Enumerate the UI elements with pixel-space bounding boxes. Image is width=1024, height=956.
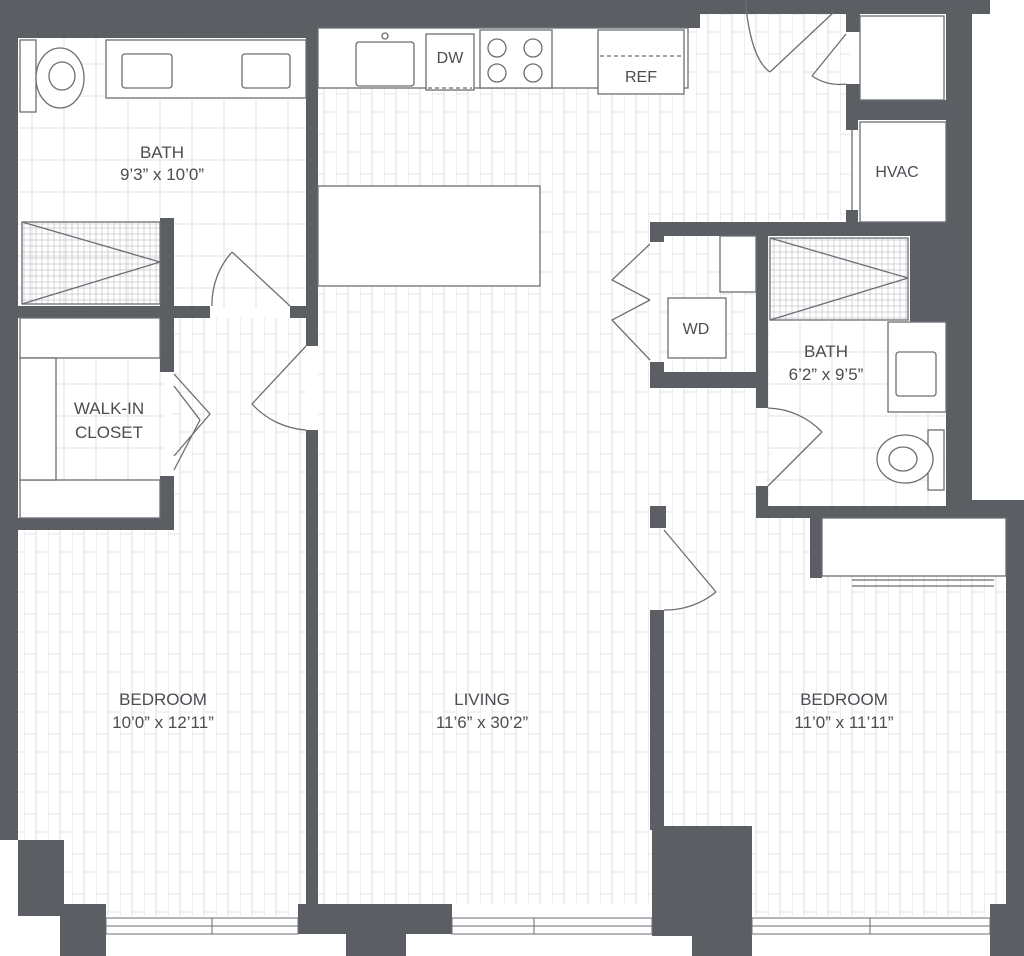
wall-bottom-right-pier (652, 826, 752, 936)
bath2-dims: 6’2” x 9’5” (789, 365, 864, 384)
bath1-shower (21, 221, 161, 305)
coat-closet-door[interactable] (811, 33, 847, 86)
hvac-label: HVAC (875, 164, 918, 181)
washer-dryer (667, 297, 727, 359)
bedroom2-dims: 11’0” x 11’11” (794, 713, 894, 732)
wall-bath1-right (306, 28, 318, 320)
kitchen-sink (355, 41, 415, 87)
wall-closet-bottom (0, 518, 174, 530)
windows (105, 917, 991, 935)
wall-top-left-inner (0, 0, 318, 38)
burner-4 (523, 63, 543, 83)
doors (173, 0, 853, 611)
wall-bottom-mid-stub (346, 930, 406, 956)
bath2-sink (895, 351, 937, 397)
laundry-shelf (719, 235, 757, 293)
wall-bottom-mid-pier (298, 904, 452, 934)
wall-coat-closet-bottom (846, 100, 946, 120)
bath2-fixtures (769, 237, 947, 491)
bath2-shower (769, 237, 909, 321)
coat-closet (859, 15, 945, 101)
bedroom2-closet (821, 517, 1007, 577)
wall-outer-right (1006, 500, 1024, 956)
wall-bedroom1-living-upper (306, 306, 318, 346)
bedroom1-name: BEDROOM (119, 690, 207, 709)
closet-line1: WALK-IN (74, 399, 144, 418)
hvac-unit (859, 121, 947, 223)
wall-bedroom2-top-left (650, 506, 666, 528)
bedroom1-hall-floor (172, 318, 306, 530)
bath2-door[interactable] (767, 407, 823, 487)
wall-bedroom1-living (306, 430, 318, 906)
bedroom2-name: BEDROOM (800, 690, 888, 709)
wall-laundry-top (650, 222, 950, 236)
closet-shelf-left (19, 357, 57, 481)
living-dims: 11’6” x 30’2” (436, 713, 529, 732)
burner-1 (487, 38, 507, 58)
entry-door[interactable] (745, 0, 835, 73)
closet-shelf-top (19, 317, 161, 359)
washer-dryer-label: WD (683, 321, 710, 338)
wall-laundry-bottom (650, 372, 760, 388)
sink-faucet (381, 32, 389, 40)
wall-closet-right-lower (160, 476, 174, 528)
closet-shelf-bottom (19, 479, 161, 519)
burner-2 (523, 38, 543, 58)
laundry-door[interactable] (610, 243, 651, 361)
closet-floor (56, 358, 164, 480)
bath2-name: BATH (804, 342, 848, 361)
dishwasher (425, 33, 475, 91)
wall-bath2-left-lower (756, 486, 768, 506)
closet-door[interactable] (173, 373, 211, 471)
wall-coat-closet-left (846, 14, 860, 32)
bath1-fixtures (19, 39, 307, 305)
bath1-name: BATH (140, 143, 184, 162)
wall-hvac-left (846, 120, 858, 130)
wall-bottom-far-right (990, 904, 1024, 956)
burner-3 (487, 63, 507, 83)
wall-shower1-right (160, 218, 174, 318)
wall-hvac-left2 (846, 210, 858, 222)
bath1-toilet-tank (19, 39, 37, 113)
bath1-sink-left (121, 53, 173, 89)
wall-outer-top-right (700, 0, 990, 14)
bedroom1-floor (18, 528, 306, 916)
bedroom1-door[interactable] (251, 345, 307, 431)
dishwasher-label: DW (437, 50, 465, 67)
refrigerator-label: REF (625, 69, 657, 86)
wall-outer-left (0, 0, 18, 840)
wall-bath2-bottom (756, 506, 1006, 518)
wall-bath2-top-right (910, 222, 950, 322)
wall-closet-right-upper (160, 318, 174, 372)
wall-bottom-left-base (60, 904, 106, 956)
wall-entry-left (688, 0, 700, 14)
bedroom1-dims: 10’0” x 12’11” (112, 713, 214, 732)
wall-bedroom2-closet-left (810, 516, 822, 578)
closet-line2: CLOSET (75, 423, 143, 442)
bath1-door[interactable] (211, 251, 291, 307)
wall-bath1-bottom (0, 306, 210, 318)
bath1-sink-right (241, 53, 291, 89)
wall-bottom-left-pier (18, 840, 64, 916)
bedroom2-door[interactable] (663, 529, 717, 611)
entry-floor (700, 14, 850, 220)
living-name: LIVING (454, 690, 510, 709)
wall-bottom-right-stub (692, 930, 752, 956)
labels: BATH 9’3” x 10’0” WALK-IN CLOSET BATH 6’… (74, 50, 919, 732)
bath1-dims: 9’3” x 10’0” (120, 165, 204, 184)
kitchen-island (317, 185, 541, 287)
utility (19, 15, 1007, 587)
wall-laundry-bath2 (756, 236, 768, 408)
wall-top-right-corner (946, 0, 972, 500)
kitchen (317, 27, 689, 287)
wall-bedroom2-left (650, 610, 664, 830)
wall-laundry-left-upper (650, 222, 664, 242)
refrigerator (597, 29, 685, 95)
